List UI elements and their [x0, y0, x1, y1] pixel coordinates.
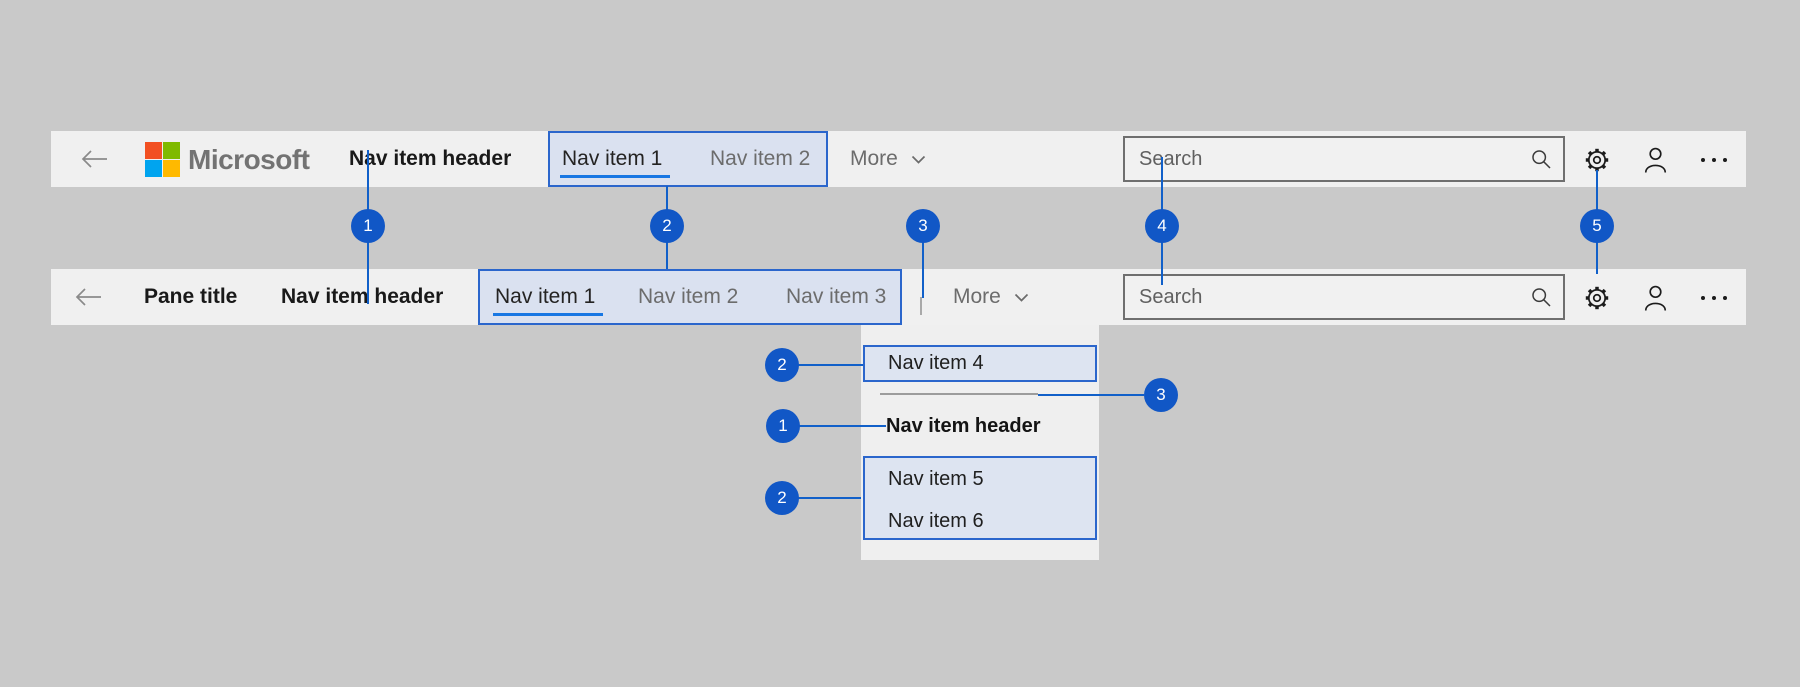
menu-callout-badge-3: 3 — [1144, 378, 1178, 412]
pane-tab-nav-item-3[interactable]: Nav item 3 — [786, 285, 887, 308]
account-person-icon[interactable] — [1643, 284, 1668, 311]
callout-5-line-top — [1596, 170, 1598, 210]
menu-item-nav-6[interactable]: Nav item 6 — [888, 510, 984, 532]
chevron-down-icon — [911, 155, 925, 164]
microsoft-logo-text[interactable]: Microsoft — [188, 144, 310, 175]
top-nav-item-header: Nav item header — [349, 147, 512, 170]
top-search-input[interactable] — [1139, 138, 1519, 180]
pane-tab-nav-item-2[interactable]: Nav item 2 — [638, 285, 739, 308]
callout-badge-5: 5 — [1580, 209, 1614, 243]
chevron-down-icon — [1014, 293, 1028, 302]
pane-search-input[interactable] — [1139, 276, 1519, 318]
nav-overflow-divider — [920, 297, 922, 315]
menu-callout-2-line — [782, 364, 863, 366]
selected-tab-underline — [560, 175, 670, 178]
pane-nav-items-highlight-box: Nav item 1 Nav item 2 Nav item 3 — [478, 269, 902, 325]
pane-app-bar: Pane title Nav item header Nav item 1 Na… — [51, 269, 1746, 325]
menu-callout-badge-1: 1 — [766, 409, 800, 443]
callout-4-line-bottom — [1161, 242, 1163, 285]
menu-item-nav-5[interactable]: Nav item 5 — [888, 468, 984, 490]
menu-callout-badge-2b: 2 — [765, 481, 799, 515]
menu-callout-1-line — [783, 425, 886, 427]
callout-4-line-top — [1161, 157, 1163, 210]
top-nav-items-highlight-box: Nav item 1 Nav item 2 — [548, 131, 828, 187]
settings-gear-icon[interactable] — [1583, 284, 1611, 312]
callout-badge-4: 4 — [1145, 209, 1179, 243]
overflow-menu-panel: Nav item 4 Nav item header Nav item 5 Na… — [861, 325, 1099, 560]
top-tab-nav-item-2[interactable]: Nav item 2 — [710, 147, 811, 170]
callout-2-line-top — [666, 186, 668, 210]
menu-divider — [880, 393, 1038, 395]
menu-callout-badge-2: 2 — [765, 348, 799, 382]
search-magnifier-icon[interactable] — [1531, 149, 1551, 169]
pane-nav-item-header: Nav item header — [281, 285, 444, 308]
top-search-box — [1123, 136, 1565, 182]
pane-title: Pane title — [144, 285, 238, 308]
callout-2-line-bottom — [666, 242, 668, 269]
callout-badge-3: 3 — [906, 209, 940, 243]
menu-callout-3-line — [1038, 394, 1144, 396]
overflow-item-highlight-box: Nav item 4 — [863, 345, 1097, 382]
callout-1-line-top — [367, 150, 369, 210]
microsoft-logo-icon[interactable] — [145, 142, 180, 177]
callout-3-line-bottom — [922, 242, 924, 298]
callout-1-line-bottom — [367, 242, 369, 304]
callout-badge-1: 1 — [351, 209, 385, 243]
pane-search-box — [1123, 274, 1565, 320]
top-tab-nav-item-1[interactable]: Nav item 1 — [562, 147, 663, 170]
back-arrow-icon[interactable] — [81, 149, 109, 169]
callout-badge-2: 2 — [650, 209, 684, 243]
selected-tab-underline — [493, 313, 603, 316]
menu-callout-2b-line — [782, 497, 861, 499]
menu-nav-item-header: Nav item header — [886, 415, 1041, 437]
back-arrow-icon[interactable] — [75, 287, 103, 307]
top-app-bar: Microsoft Nav item header Nav item 1 Nav… — [51, 131, 1746, 187]
pane-more-button[interactable]: More — [953, 269, 1029, 325]
settings-gear-icon[interactable] — [1583, 146, 1611, 174]
overflow-items-highlight-box: Nav item 5 Nav item 6 — [863, 456, 1097, 540]
account-person-icon[interactable] — [1643, 146, 1668, 173]
menu-item-nav-4[interactable]: Nav item 4 — [888, 352, 984, 374]
more-ellipsis-icon[interactable] — [1699, 157, 1729, 163]
top-more-button[interactable]: More — [850, 131, 926, 187]
callout-5-line-bottom — [1596, 242, 1598, 274]
search-magnifier-icon[interactable] — [1531, 287, 1551, 307]
more-ellipsis-icon[interactable] — [1699, 295, 1729, 301]
pane-tab-nav-item-1[interactable]: Nav item 1 — [495, 285, 596, 308]
